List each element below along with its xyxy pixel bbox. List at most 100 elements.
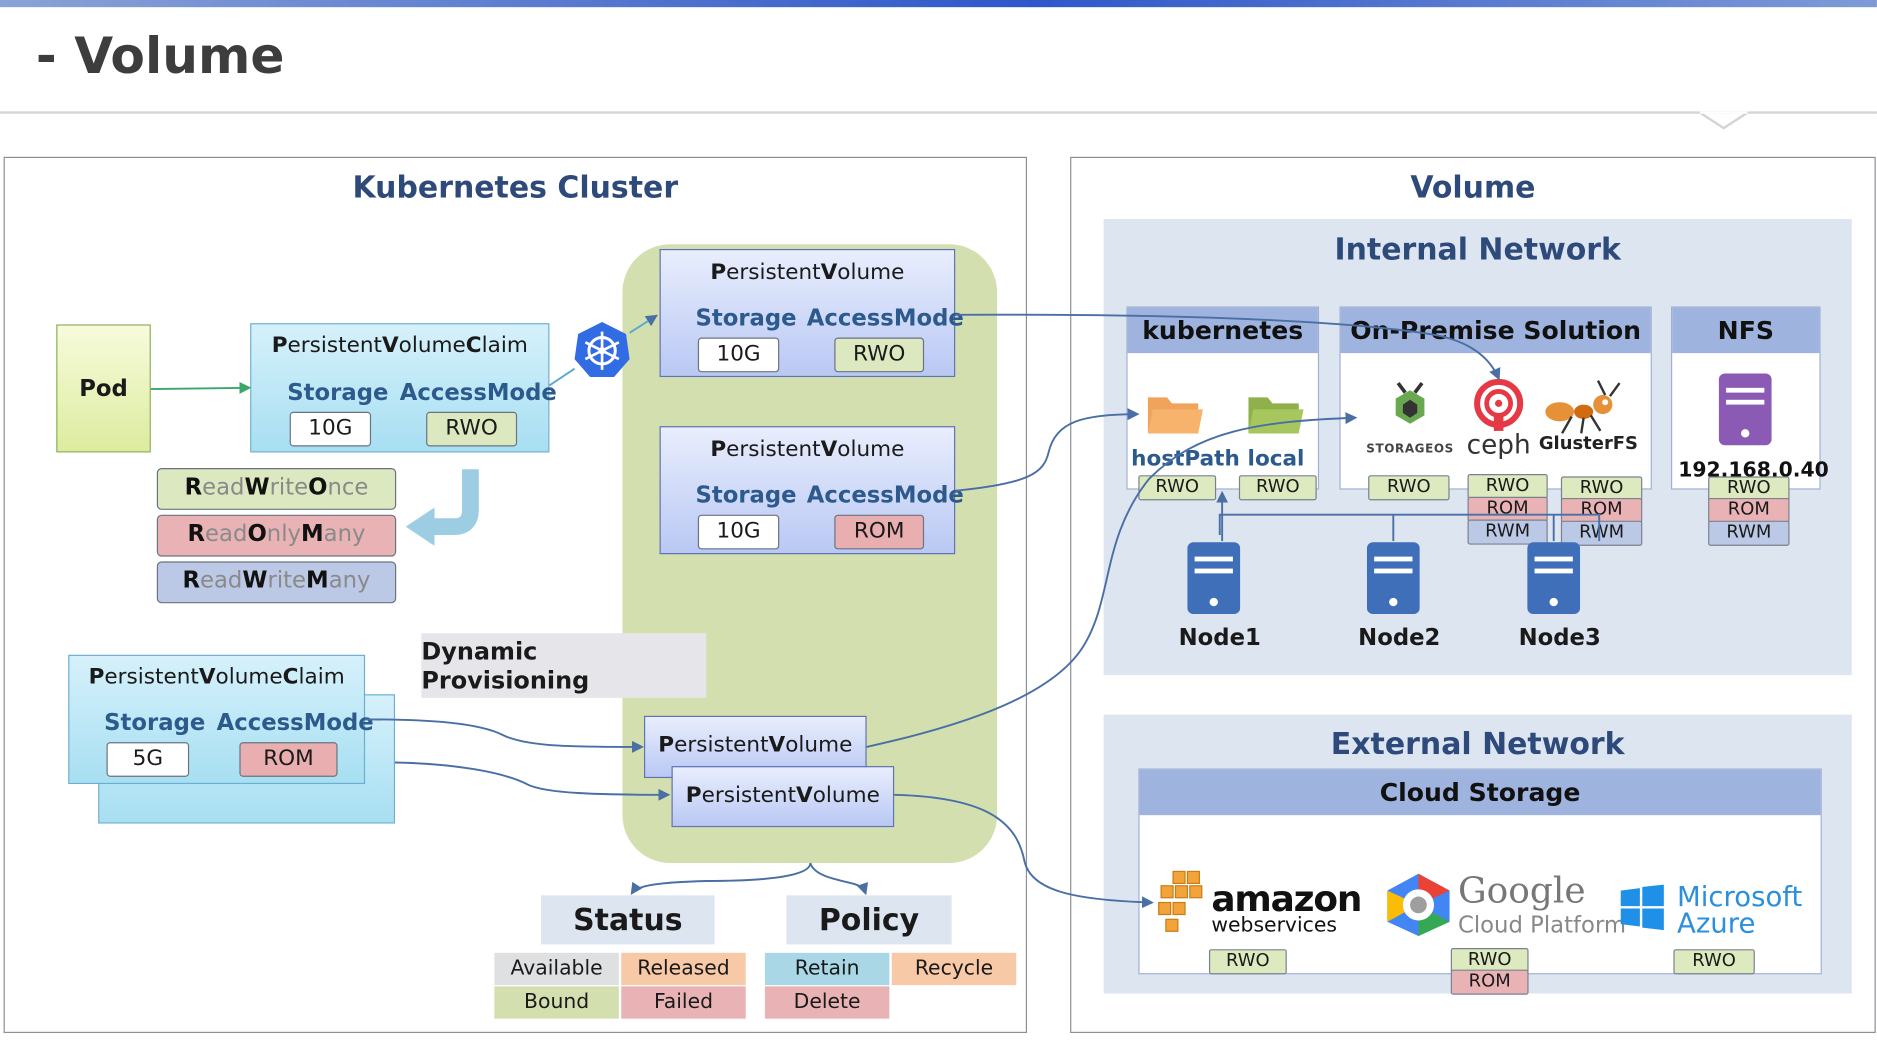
pvc-1-storage-label: Storage — [287, 379, 389, 406]
google-tag-rwo: RWO — [1450, 948, 1529, 974]
google-tag-rom: ROM — [1450, 969, 1529, 995]
pv-1-storage-label: Storage — [695, 305, 797, 332]
pv-card-1: PersistentVolume Storage AccessMode 10G … — [659, 248, 964, 378]
pvc-card-1: PersistentVolumeClaim Storage AccessMode… — [250, 323, 557, 453]
pv-1-access-label: AccessMode — [806, 305, 964, 332]
pvc2-to-pv4-line — [394, 761, 671, 801]
azure-word: Azure — [1676, 908, 1756, 940]
onpremise-title: On-Premise Solution — [1340, 307, 1651, 354]
glusterfs-ant-icon — [1545, 380, 1621, 434]
pv-2-access-value: ROM — [834, 514, 925, 550]
access-mode-read-write-many: ReadWriteMany — [156, 561, 397, 604]
pod-to-pvc-line — [150, 381, 252, 394]
top-accent-bar — [0, 0, 1877, 8]
windows-logo-icon — [1620, 884, 1664, 931]
storageos-label: STORAGEOS — [1366, 442, 1454, 457]
kubernetes-wheel-icon — [574, 321, 630, 378]
node1-server-icon — [1187, 542, 1241, 615]
google-cloud-icon — [1387, 873, 1450, 937]
policy-header: Policy — [786, 895, 952, 945]
pvc-2-storage-label: Storage — [104, 709, 206, 737]
status-released: Released — [621, 952, 746, 986]
ceph-tag-rwm: RWM — [1467, 519, 1548, 545]
pool-to-policy-line — [809, 862, 869, 896]
pvc-2-access-label: AccessMode — [216, 709, 374, 737]
policy-recycle: Recycle — [891, 952, 1017, 986]
onpremise-box: On-Premise Solution — [1339, 306, 1652, 490]
internal-network-title: Internal Network — [1334, 232, 1621, 267]
cluster-title: Kubernetes Cluster — [352, 169, 679, 205]
nfs-tag-rom: ROM — [1708, 497, 1790, 524]
aws-tag-rwo: RWO — [1208, 949, 1287, 975]
pvc2-to-pv3-line — [365, 718, 644, 753]
pvc-1-storage-value: 10G — [289, 411, 372, 447]
external-network-title: External Network — [1330, 726, 1625, 762]
storageos-tag-rwo: RWO — [1368, 475, 1450, 501]
nfs-title: NFS — [1672, 307, 1820, 354]
ceph-icon — [1474, 378, 1524, 431]
volume-title: Volume — [1410, 169, 1536, 205]
glusterfs-label: GlusterFS — [1538, 432, 1639, 454]
status-available: Available — [494, 952, 619, 986]
access-mode-read-only-many: ReadOnlyMany — [156, 514, 397, 557]
nfs-tag-rwo: RWO — [1708, 476, 1790, 502]
ceph-label: ceph — [1466, 430, 1531, 461]
pvc-2-title: PersistentVolumeClaim — [88, 664, 345, 690]
policy-delete: Delete — [764, 986, 890, 1019]
pvc-1-access-value: RWO — [426, 411, 518, 447]
pv-4-title: PersistentVolume — [685, 782, 880, 808]
pod-label: Pod — [79, 375, 128, 402]
pvc-2-storage-value: 5G — [106, 742, 190, 777]
local-label: local — [1247, 446, 1305, 472]
pvc-card-2: PersistentVolumeClaim Storage AccessMode… — [68, 654, 374, 785]
title-divider — [0, 111, 1877, 114]
pod-box: Pod — [56, 324, 151, 453]
pv-card-2: PersistentVolume Storage AccessMode 10G … — [659, 426, 964, 555]
pvc-to-k8s-line — [548, 367, 576, 387]
status-header: Status — [541, 895, 715, 945]
pv3-to-local-line — [866, 412, 1358, 748]
google-wordmark: Google — [1457, 870, 1586, 913]
pv-2-storage-value: 10G — [697, 514, 780, 550]
pv-2-storage-label: Storage — [695, 482, 797, 509]
ceph-tag-rwo: RWO — [1467, 474, 1548, 500]
google-subtitle: Cloud Platform — [1457, 912, 1627, 939]
storageos-icon — [1395, 381, 1425, 424]
ceph-tag-rom: ROM — [1467, 496, 1548, 522]
pv4-to-aws-line — [894, 793, 1154, 909]
nfs-server-icon — [1718, 373, 1772, 446]
pv-1-storage-value: 10G — [697, 337, 780, 373]
glusterfs-tag-rwm: RWM — [1560, 520, 1643, 546]
pvc-1-title: PersistentVolumeClaim — [271, 332, 528, 358]
pv1-to-ceph-line — [955, 313, 1501, 381]
divider-notch — [1699, 111, 1748, 130]
node2-server-icon — [1366, 542, 1420, 615]
aws-subtitle: webservices — [1211, 913, 1337, 938]
pv-2-title: PersistentVolume — [710, 436, 905, 463]
curved-arrow-icon — [405, 469, 479, 546]
folder-orange-icon — [1147, 397, 1203, 434]
node2-label: Node2 — [1358, 624, 1441, 652]
pvc-1-access-label: AccessMode — [399, 379, 557, 406]
pv-1-access-value: RWO — [834, 337, 925, 373]
status-failed: Failed — [621, 986, 746, 1019]
node1-label: Node1 — [1178, 624, 1261, 652]
policy-retain: Retain — [764, 952, 890, 986]
pv-card-4: PersistentVolume — [671, 766, 895, 828]
cloud-storage-box: Cloud Storage — [1138, 768, 1822, 975]
hostpath-tag-rwo: RWO — [1138, 475, 1217, 501]
nodes-bus-line — [1218, 513, 1601, 542]
azure-tag-rwo: RWO — [1673, 949, 1755, 975]
pool-to-status-line — [630, 862, 812, 895]
status-bound: Bound — [494, 986, 619, 1019]
pv-3-title: PersistentVolume — [658, 732, 853, 758]
k8s-to-pv-line — [629, 314, 658, 334]
pv-2-access-label: AccessMode — [806, 482, 964, 509]
dynamic-provisioning-label: Dynamic Provisioning — [421, 633, 707, 698]
page-title: - Volume — [35, 26, 285, 85]
pv2-to-hostpath-line — [955, 408, 1140, 492]
node3-label: Node3 — [1518, 624, 1601, 652]
folder-green-icon — [1248, 397, 1304, 434]
pvc-2-access-value: ROM — [239, 742, 338, 777]
